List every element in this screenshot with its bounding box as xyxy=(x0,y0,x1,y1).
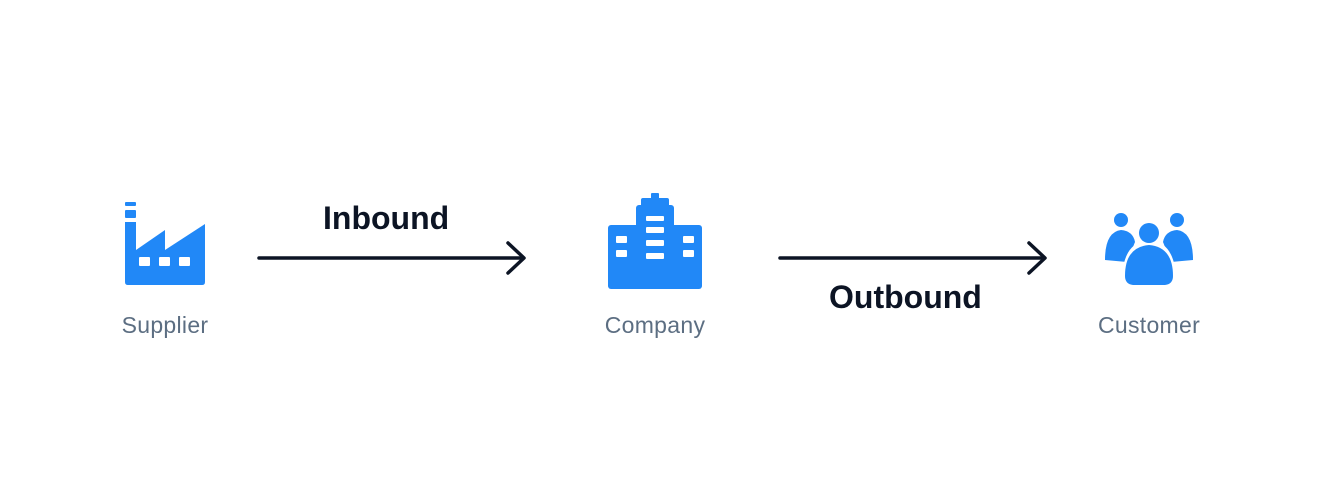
company-node: Company xyxy=(555,180,755,360)
customer-label: Customer xyxy=(1097,312,1201,338)
outbound-arrow xyxy=(778,241,1047,275)
outbound-label: Outbound xyxy=(829,279,982,315)
users-group-icon xyxy=(1103,212,1195,293)
company-label: Company xyxy=(604,312,706,338)
office-building-icon xyxy=(607,192,703,295)
factory-icon xyxy=(125,200,205,293)
inbound-label: Inbound xyxy=(323,200,450,236)
supplier-label: Supplier xyxy=(121,312,209,338)
supplier-node: Supplier xyxy=(65,180,265,360)
inbound-arrow xyxy=(257,241,526,275)
customer-node: Customer xyxy=(1049,180,1249,360)
